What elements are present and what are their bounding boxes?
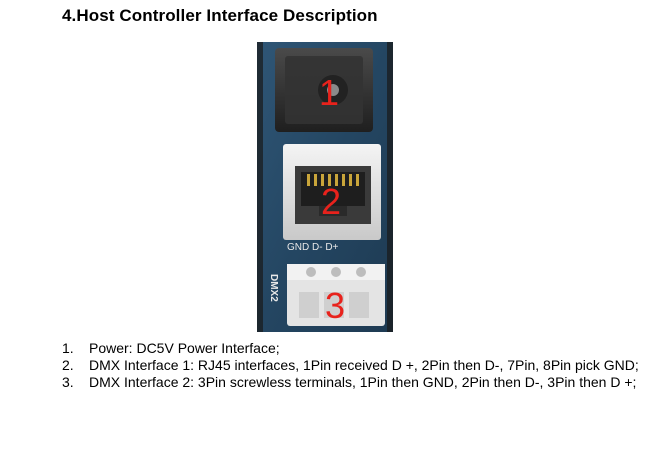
interface-list: 1. Power: DC5V Power Interface; 2. DMX I… — [62, 340, 642, 391]
screwless-terminal — [287, 264, 385, 326]
callout-3: 3 — [325, 285, 345, 326]
rj45-connector — [283, 144, 381, 240]
silkscreen-pins: GND D- D+ — [287, 242, 339, 253]
item-text: Power: DC5V Power Interface; — [89, 340, 280, 356]
page-title: 4.Host Controller Interface Description — [62, 6, 378, 25]
list-item: 1. Power: DC5V Power Interface; — [62, 340, 642, 357]
callout-1: 1 — [319, 72, 339, 113]
silkscreen-port: DMX2 — [268, 274, 279, 302]
item-text: DMX Interface 2: 3Pin screwless terminal… — [89, 374, 637, 390]
item-number: 1. — [62, 340, 74, 356]
list-item: 2. DMX Interface 1: RJ45 interfaces, 1Pi… — [62, 357, 642, 374]
item-text: DMX Interface 1: RJ45 interfaces, 1Pin r… — [89, 357, 639, 373]
item-number: 2. — [62, 357, 74, 373]
power-jack — [275, 48, 373, 132]
list-item: 3. DMX Interface 2: 3Pin screwless termi… — [62, 374, 642, 391]
callout-2: 2 — [321, 181, 341, 222]
controller-photo: GND D- D+ DMX2 1 2 3 — [257, 42, 393, 332]
item-number: 3. — [62, 374, 74, 390]
